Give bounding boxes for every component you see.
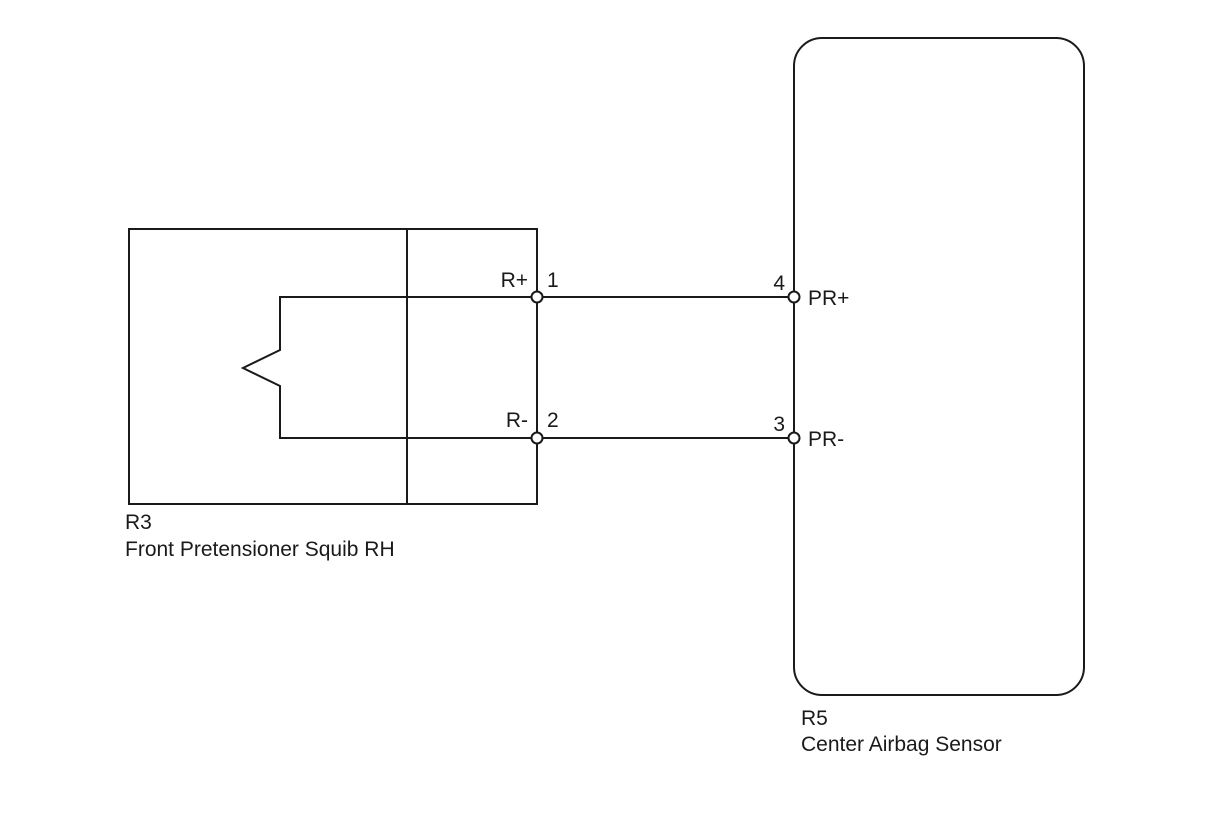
r3-component-name: Front Pretensioner Squib RH <box>125 538 395 561</box>
r5-pin-3-terminal <box>787 431 801 445</box>
r3-pin-1-signal-label: R+ <box>501 269 528 292</box>
r5-connector-code: R5 <box>801 707 828 730</box>
squib-element-symbol <box>240 296 537 439</box>
r3-connector-code: R3 <box>125 511 152 534</box>
r5-pin-4-number: 4 <box>773 272 785 295</box>
center-airbag-sensor-box <box>793 37 1085 696</box>
front-pretensioner-squib-component <box>128 228 538 505</box>
r5-component-name: Center Airbag Sensor <box>801 733 1002 756</box>
r3-pin-1-terminal <box>530 290 544 304</box>
r5-pin-4-terminal <box>787 290 801 304</box>
squib-outer-box <box>128 228 538 505</box>
r3-pin-2-signal-label: R- <box>506 409 528 432</box>
r3-pin-2-number: 2 <box>547 409 559 432</box>
r5-pin-3-signal-label: PR- <box>808 428 844 451</box>
r3-pin-2-terminal <box>530 431 544 445</box>
r3-pin-1-number: 1 <box>547 269 559 292</box>
r5-pin-4-signal-label: PR+ <box>808 287 849 310</box>
r5-pin-3-number: 3 <box>773 413 785 436</box>
